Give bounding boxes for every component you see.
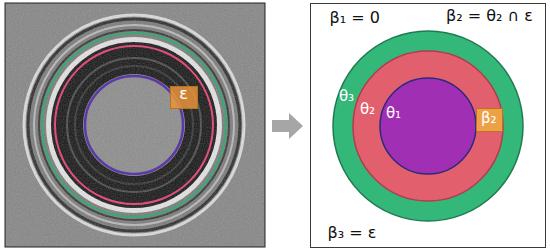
region-box: β₂ — [476, 108, 503, 132]
region-label: θ₃ — [339, 88, 354, 105]
equation-label: β₂ = θ₂ ∩ ε — [446, 6, 533, 24]
region-label: θ₂ — [360, 101, 375, 118]
transform-arrow — [272, 113, 303, 139]
micrograph — [5, 3, 265, 247]
circle-outline — [379, 77, 477, 175]
outer-contour — [42, 33, 226, 217]
region-label: ε — [179, 85, 188, 103]
region-label: β₂ — [481, 110, 497, 127]
middle-contour — [55, 46, 213, 204]
inner-contour — [85, 76, 183, 174]
equation-label: β₃ = ε — [328, 223, 377, 241]
equation-label: β₁ = 0 — [330, 8, 380, 26]
region-circle: θ₁ β₂ θ₂ θ₃ — [332, 30, 524, 222]
region-label: θ₁ — [386, 105, 401, 122]
region-box: ε — [170, 86, 198, 109]
region-circle: θ₁ — [379, 77, 477, 175]
diagram-panel: θ₁ β₂ θ₂ θ₃ β₁ = 0 β₂ = θ₂ ∩ ε β₃ = ε — [310, 3, 546, 248]
region-circle: θ₁ β₂ θ₂ — [352, 50, 504, 202]
